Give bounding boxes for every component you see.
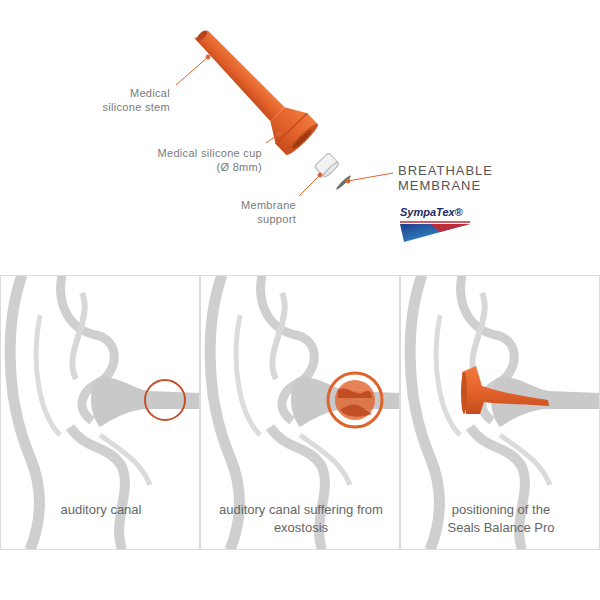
- plug-exploded: [183, 18, 360, 199]
- leader-line: [176, 57, 208, 85]
- ear-section: [410, 275, 600, 550]
- part-label: Medical silicone cup (Ø 8mm): [150, 146, 262, 175]
- logo-swoosh: [400, 224, 470, 242]
- part-label: Membrane support: [232, 198, 296, 227]
- leader-dot: [346, 179, 350, 183]
- cup-bore: [291, 129, 313, 151]
- leader-dot: [277, 132, 281, 136]
- breathable-membrane: [335, 174, 352, 190]
- logo-swoosh: [430, 224, 470, 232]
- panel-caption: auditory canal: [6, 501, 196, 519]
- silicone-cup: [262, 99, 318, 155]
- leader-line: [299, 175, 320, 196]
- support-face: [322, 161, 340, 178]
- cup-rim: [283, 121, 320, 157]
- bone-growth: [340, 405, 372, 417]
- diagram-panel: positioning of the Seals Balance Pro: [400, 275, 600, 550]
- plug-inserted: [461, 366, 549, 414]
- leader-dot: [206, 55, 210, 59]
- panel-caption: positioning of the Seals Balance Pro: [436, 501, 566, 536]
- highlight-circle: [145, 380, 185, 420]
- brand-logo-text: SympaTex®: [400, 206, 480, 218]
- part-label: Medical silicone stem: [96, 86, 170, 115]
- silicone-stem: [192, 26, 285, 121]
- membrane-heading: BREATHABLE MEMBRANE: [398, 164, 506, 194]
- stem-opening: [195, 29, 209, 43]
- leader-line: [348, 173, 393, 181]
- leader-dot: [318, 173, 322, 177]
- logo-rule: [400, 221, 470, 223]
- diagram-panel: auditory canal suffering from exostosis: [200, 275, 400, 550]
- diagram-panel: auditory canal: [0, 275, 200, 550]
- highlight-circle: [328, 373, 382, 427]
- leader-lines: [176, 55, 393, 196]
- exostosis-area: [335, 380, 375, 420]
- panel-caption: auditory canal suffering from exostosis: [206, 501, 396, 536]
- bone-growth: [338, 388, 372, 398]
